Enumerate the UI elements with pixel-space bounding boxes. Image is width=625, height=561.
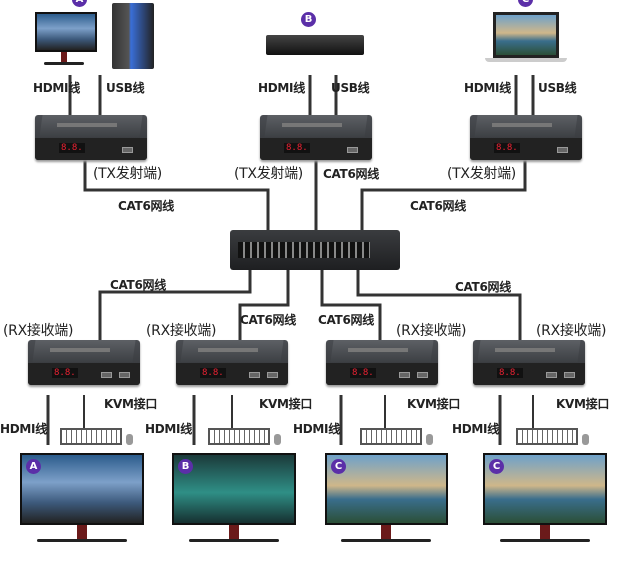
display-monitor: B xyxy=(172,453,296,525)
monitor-stand xyxy=(77,525,87,539)
monitor-base xyxy=(341,539,431,542)
rx-label: (RX接收端) xyxy=(3,323,74,339)
monitor-base xyxy=(189,539,279,542)
keyboard-icon xyxy=(60,428,122,445)
led-display: 8.8. xyxy=(494,143,520,153)
monitor-base xyxy=(500,539,590,542)
hdmi-label: HDMI线 xyxy=(452,422,499,436)
usb-label: USB线 xyxy=(538,81,577,95)
cat6-label: CAT6网线 xyxy=(118,199,174,213)
hdmi-label: HDMI线 xyxy=(0,422,47,436)
display-monitor: C xyxy=(325,453,448,525)
rx-extender: 8.8. xyxy=(473,340,585,385)
kvm-label: KVM接口 xyxy=(556,397,610,411)
usb-label: USB线 xyxy=(106,81,145,95)
cat6-label: CAT6网线 xyxy=(455,280,511,294)
tx-extender: 8.8. xyxy=(470,115,582,160)
led-display: 8.8. xyxy=(200,368,226,378)
tx-label: (TX发射端) xyxy=(93,166,162,182)
tx-label: (TX发射端) xyxy=(234,166,303,182)
led-display: 8.8. xyxy=(350,368,376,378)
cat6-label: CAT6网线 xyxy=(410,199,466,213)
tx-label: (TX发射端) xyxy=(447,166,516,182)
keyboard-icon xyxy=(516,428,578,445)
hdmi-label: HDMI线 xyxy=(293,422,340,436)
display-monitor: A xyxy=(20,453,144,525)
mouse-icon xyxy=(582,434,589,445)
rx-extender: 8.8. xyxy=(28,340,140,385)
hdmi-label: HDMI线 xyxy=(464,81,511,95)
display-monitor: C xyxy=(483,453,607,525)
usb-label: USB线 xyxy=(331,81,370,95)
cat6-label: CAT6网线 xyxy=(110,278,166,292)
rx-label: (RX接收端) xyxy=(396,323,467,339)
cat6-label: CAT6网线 xyxy=(323,167,379,181)
mouse-icon xyxy=(274,434,281,445)
screen-badge: B xyxy=(178,459,193,474)
led-display: 8.8. xyxy=(59,143,85,153)
rx-label: (RX接收端) xyxy=(146,323,217,339)
rx-extender: 8.8. xyxy=(326,340,438,385)
cat6-label: CAT6网线 xyxy=(318,313,374,327)
tx-extender: 8.8. xyxy=(260,115,372,160)
pc-tower-icon xyxy=(112,3,154,69)
laptop-icon xyxy=(493,12,559,58)
source-monitor xyxy=(35,12,97,52)
hdmi-label: HDMI线 xyxy=(33,81,80,95)
rx-label: (RX接收端) xyxy=(536,323,607,339)
hdmi-label: HDMI线 xyxy=(258,81,305,95)
rx-extender: 8.8. xyxy=(176,340,288,385)
cat6-label: CAT6网线 xyxy=(240,313,296,327)
dvd-player-icon xyxy=(266,35,364,55)
monitor-stand xyxy=(381,525,391,539)
hdmi-label: HDMI线 xyxy=(145,422,192,436)
mouse-icon xyxy=(126,434,133,445)
source-badge-c: C xyxy=(518,0,533,7)
tx-extender: 8.8. xyxy=(35,115,147,160)
screen-badge: C xyxy=(489,459,504,474)
laptop-base xyxy=(485,58,567,62)
kvm-label: KVM接口 xyxy=(259,397,313,411)
screen-badge: C xyxy=(331,459,346,474)
led-display: 8.8. xyxy=(284,143,310,153)
monitor-base xyxy=(37,539,127,542)
monitor-stand xyxy=(540,525,550,539)
screen-badge: A xyxy=(26,459,41,474)
kvm-label: KVM接口 xyxy=(407,397,461,411)
network-switch xyxy=(230,230,400,270)
led-display: 8.8. xyxy=(52,368,78,378)
source-badge-a: A xyxy=(72,0,87,7)
keyboard-icon xyxy=(360,428,422,445)
monitor-base xyxy=(44,62,84,65)
keyboard-icon xyxy=(208,428,270,445)
monitor-stand xyxy=(61,52,67,62)
source-badge-b: B xyxy=(301,12,316,27)
mouse-icon xyxy=(426,434,433,445)
led-display: 8.8. xyxy=(497,368,523,378)
kvm-label: KVM接口 xyxy=(104,397,158,411)
monitor-stand xyxy=(229,525,239,539)
